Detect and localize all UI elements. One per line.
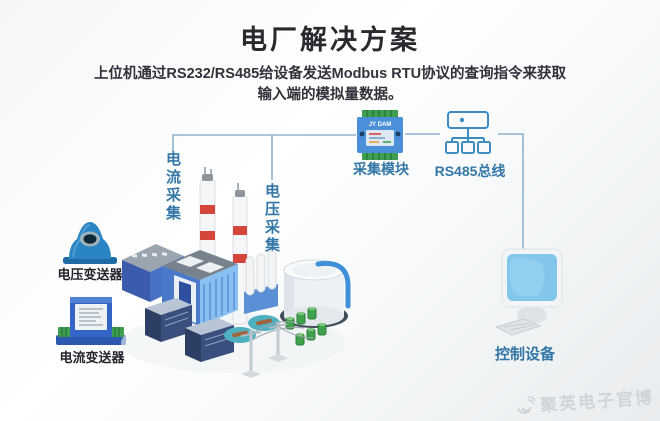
pond-icon: [224, 315, 280, 343]
label-voltage-transmitter: 电压变送器: [57, 267, 123, 282]
power-plant-illustration: [121, 167, 351, 378]
line-bus-to-control: [498, 133, 524, 250]
weibo-icon: [517, 395, 536, 414]
label-acquisition-module: 采集模块: [353, 161, 409, 177]
label-voltage-acquisition: 电压采集: [263, 183, 280, 255]
current-transmitter-icon: [56, 297, 126, 345]
container-icon: [185, 318, 234, 362]
label-control-device: 控制设备: [494, 346, 555, 363]
page-title: 电厂解决方案: [240, 25, 420, 55]
label-rs485-bus: RS485总线: [434, 163, 506, 179]
voltage-transmitter-icon: [63, 222, 117, 264]
label-current-transmitter: 电流变送器: [59, 350, 125, 365]
transformer-row-icon: [285, 307, 327, 346]
watermark: 聚英电子官博: [514, 383, 655, 418]
bracket-line-left: [172, 134, 356, 152]
silos-icon: [244, 250, 278, 314]
description-line-2: 输入端的模拟量数据。: [257, 87, 403, 103]
rs485-topology-icon: [445, 111, 491, 154]
description-line-1: 上位机通过RS232/RS485给设备发送Modbus RTU协议的查询指令来获…: [93, 66, 567, 82]
keyboard-icon: [494, 318, 542, 336]
power-lines-icon: [240, 321, 315, 378]
container-icon: [145, 298, 192, 342]
module-brand-text: JY DAM: [369, 122, 392, 128]
watermark-text: 聚英电子官博: [539, 388, 655, 416]
label-current-acquisition: 电流采集: [164, 151, 181, 223]
control-device-icon: [494, 248, 563, 336]
description: 上位机通过RS232/RS485给设备发送Modbus RTU协议的查询指令来获…: [0, 64, 660, 106]
acquisition-module-icon: JY DAM: [357, 110, 403, 160]
